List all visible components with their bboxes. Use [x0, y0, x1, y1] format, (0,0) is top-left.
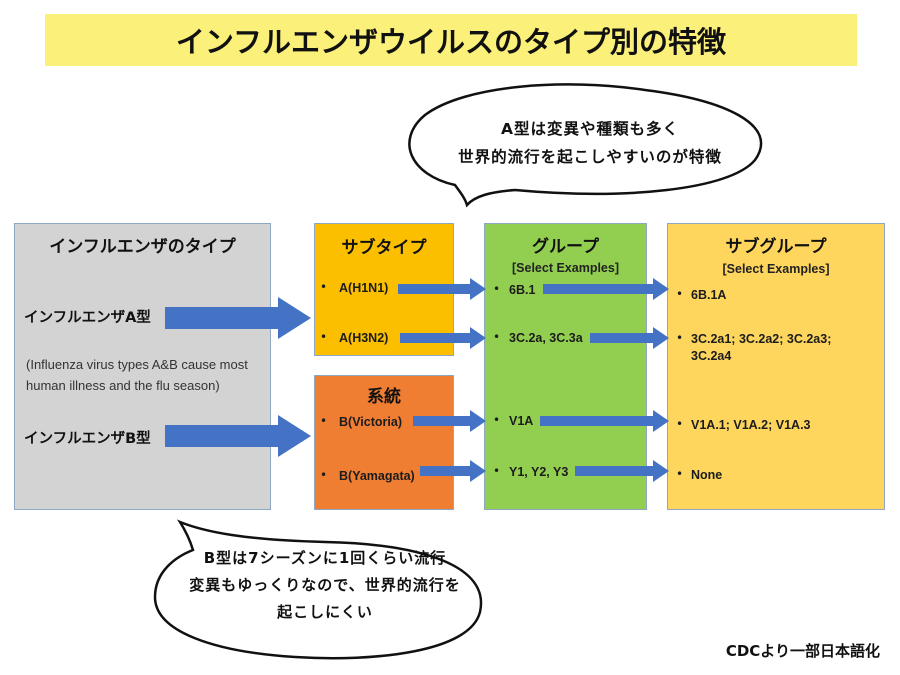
- bubble-top-line-2: 世界的流行を起こしやすいのが特徴: [458, 148, 722, 166]
- subgroup-item: 3C.2a1; 3C.2a2; 3C.2a3;: [691, 332, 832, 346]
- arrow-victoria-to-group: [413, 410, 486, 432]
- type-a-label: インフルエンザA型: [24, 310, 151, 326]
- page-title: インフルエンザウイルスのタイプ別の特徴: [175, 25, 727, 59]
- subgroup-item: V1A.1; V1A.2; V1A.3: [691, 418, 811, 432]
- subgroup-heading: サブグループ: [725, 237, 827, 257]
- group-item: V1A: [509, 414, 534, 428]
- arrow-3c-to-subgroup: [590, 327, 669, 349]
- subtype-item: A(H1N1): [339, 281, 389, 295]
- group-heading: グループ: [532, 237, 599, 257]
- group-item: Y1, Y2, Y3: [509, 465, 569, 479]
- arrow-v1a-to-subgroup: [540, 410, 669, 432]
- subgroup-item: None: [691, 468, 723, 482]
- lineage-box: 系統 • B(Victoria) • B(Yamagata): [314, 375, 454, 510]
- bullet: •: [493, 282, 501, 296]
- bullet: •: [676, 467, 684, 481]
- bullet: •: [493, 464, 501, 478]
- source-credit: CDCより一部日本語化: [725, 642, 880, 660]
- bullet: •: [320, 330, 328, 344]
- type-box-heading: インフルエンザのタイプ: [49, 237, 236, 257]
- bullet: •: [493, 413, 501, 427]
- arrow-type-b-to-lineage: [165, 415, 311, 457]
- subtype-item: A(H3N2): [339, 331, 389, 345]
- group-item: 3C.2a, 3C.3a: [509, 331, 583, 345]
- subgroup-subheading: [Select Examples]: [722, 262, 830, 276]
- lineage-item: B(Victoria): [339, 415, 402, 429]
- arrow-yamagata-to-group: [420, 460, 486, 482]
- group-subheading: [Select Examples]: [512, 261, 619, 275]
- type-note: (Influenza virus types A&B cause most hu…: [26, 354, 276, 396]
- subtype-heading: サブタイプ: [341, 238, 427, 258]
- bubble-bottom-line-1: B型は7シーズンに1回くらい流行: [203, 549, 447, 567]
- bubble-bottom-line-2: 変異もゆっくりなので、世界的流行を: [189, 576, 461, 594]
- subgroup-box: サブグループ [Select Examples] • 6B.1A • 3C.2a…: [667, 223, 885, 510]
- bullet: •: [676, 331, 684, 345]
- arrow-y-to-subgroup: [575, 460, 669, 482]
- lineage-heading: 系統: [367, 387, 401, 407]
- influenza-type-box: インフルエンザのタイプ インフルエンザA型 (Influenza virus t…: [14, 223, 271, 510]
- title-banner: インフルエンザウイルスのタイプ別の特徴: [45, 14, 857, 66]
- bullet: •: [493, 330, 501, 344]
- arrow-6b1-to-subgroup: [543, 278, 669, 300]
- arrow-h1n1-to-group: [398, 278, 486, 300]
- group-box: グループ [Select Examples] • 6B.1 • 3C.2a, 3…: [484, 223, 647, 510]
- bullet: •: [320, 280, 328, 294]
- bullet: •: [676, 287, 684, 301]
- subgroup-item: 6B.1A: [691, 288, 727, 302]
- subgroup-item-continued: 3C.2a4: [691, 349, 732, 363]
- arrow-h3n2-to-group: [400, 327, 486, 349]
- bubble-bottom-line-3: 起こしにくい: [277, 603, 373, 621]
- bullet: •: [676, 417, 684, 431]
- bullet: •: [320, 468, 328, 482]
- type-note-line-1: (Influenza virus types A&B cause most: [26, 357, 248, 372]
- bubble-top-line-1: A型は変異や種類も多く: [501, 120, 679, 138]
- speech-bubble-top: [408, 83, 763, 208]
- arrow-type-a-to-subtype: [165, 297, 311, 339]
- group-item: 6B.1: [509, 283, 536, 297]
- bubble-bottom-text: B型は7シーズンに1回くらい流行 変異もゆっくりなので、世界的流行を 起こしにく…: [160, 545, 490, 626]
- bullet: •: [320, 414, 328, 428]
- type-b-label: インフルエンザB型: [24, 431, 151, 447]
- speech-bubble-bottom: [153, 519, 483, 660]
- bubble-top-text: A型は変異や種類も多く 世界的流行を起こしやすいのが特徴: [405, 115, 775, 171]
- lineage-item: B(Yamagata): [339, 469, 415, 483]
- type-note-line-2: human illness and the flu season): [26, 378, 220, 393]
